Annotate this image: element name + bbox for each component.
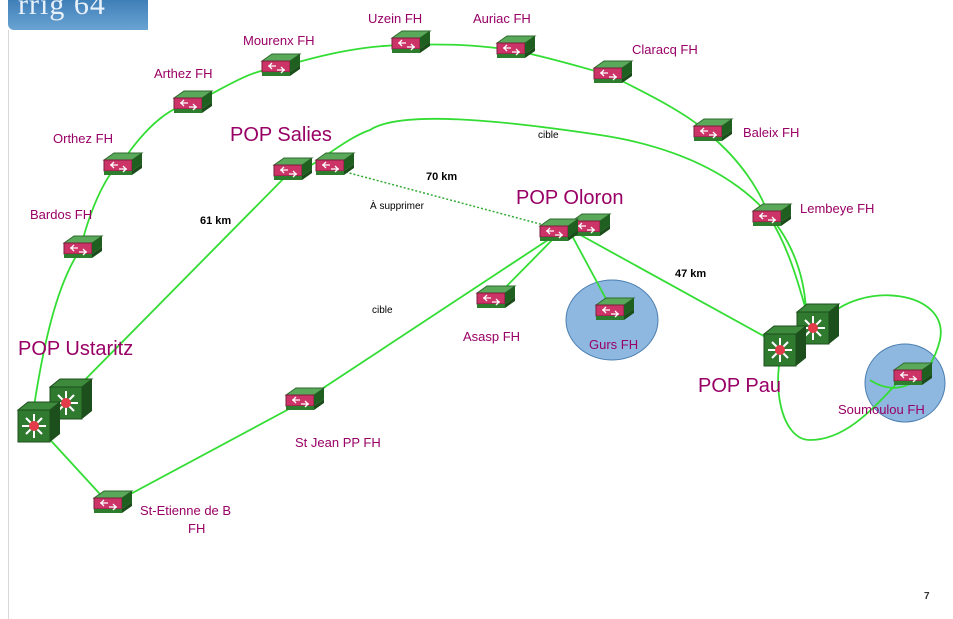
label-mourenx: Mourenx FH (243, 33, 315, 48)
label-stetienne-line2: FH (188, 521, 206, 536)
distance-oloron-pau: 47 km (675, 268, 707, 280)
switch-stetienne (93, 490, 133, 514)
switch-soumoulou (893, 362, 933, 386)
page-number: 7 (924, 591, 930, 602)
switch-mourenx (261, 53, 301, 77)
switch-gurs (595, 297, 635, 321)
label-gurs: Gurs FH (589, 337, 639, 352)
router-ustaritz-a (17, 401, 61, 443)
label-uzein: Uzein FH (368, 11, 423, 26)
switch-asasp (476, 285, 516, 309)
note-supprimer: À supprimer (370, 201, 424, 212)
switch-lembeye (752, 203, 792, 227)
label-arthez: Arthez FH (154, 66, 213, 81)
switch-salies-b (315, 152, 355, 176)
distance-salies-oloron: 70 km (426, 171, 458, 183)
switch-orthez (103, 152, 143, 176)
link-to-remove (337, 169, 556, 229)
switch-stjean (285, 387, 325, 411)
label-pop-ustaritz: POP Ustaritz (18, 338, 134, 360)
label-asasp: Asasp FH (463, 329, 521, 344)
switch-baleix (693, 118, 733, 142)
links (31, 43, 942, 506)
distance-salies-ustaritz: 61 km (200, 215, 232, 227)
label-pop-oloron: POP Oloron (516, 187, 624, 209)
slide-border (8, 30, 9, 619)
label-lembeye: Lembeye FH (800, 201, 875, 216)
switch-auriac (496, 35, 536, 59)
label-soumoulou: Soumoulou FH (838, 402, 925, 417)
label-pop-pau: POP Pau (698, 375, 782, 397)
label-auriac: Auriac FH (473, 11, 531, 26)
switch-oloron-a (539, 218, 579, 242)
logo: rrig 64 (8, 0, 148, 30)
logo-text: rrig 64 (18, 0, 106, 21)
router-pau-a (763, 325, 807, 367)
label-stjean: St Jean PP FH (295, 435, 381, 450)
label-bardos: Bardos FH (30, 207, 93, 222)
switch-bardos (63, 235, 103, 259)
label-stetienne-line1: St-Etienne de B (140, 503, 232, 518)
label-claracq: Claracq FH (632, 42, 698, 57)
label-orthez: Orthez FH (53, 131, 113, 146)
switch-arthez (173, 90, 213, 114)
label-baleix: Baleix FH (743, 125, 800, 140)
note-cible-mid: cible (372, 305, 393, 316)
switch-uzein (391, 30, 431, 54)
switch-salies-a (273, 157, 313, 181)
note-cible-top: cible (538, 130, 559, 141)
switch-claracq (593, 60, 633, 84)
label-pop-salies: POP Salies (230, 124, 332, 146)
